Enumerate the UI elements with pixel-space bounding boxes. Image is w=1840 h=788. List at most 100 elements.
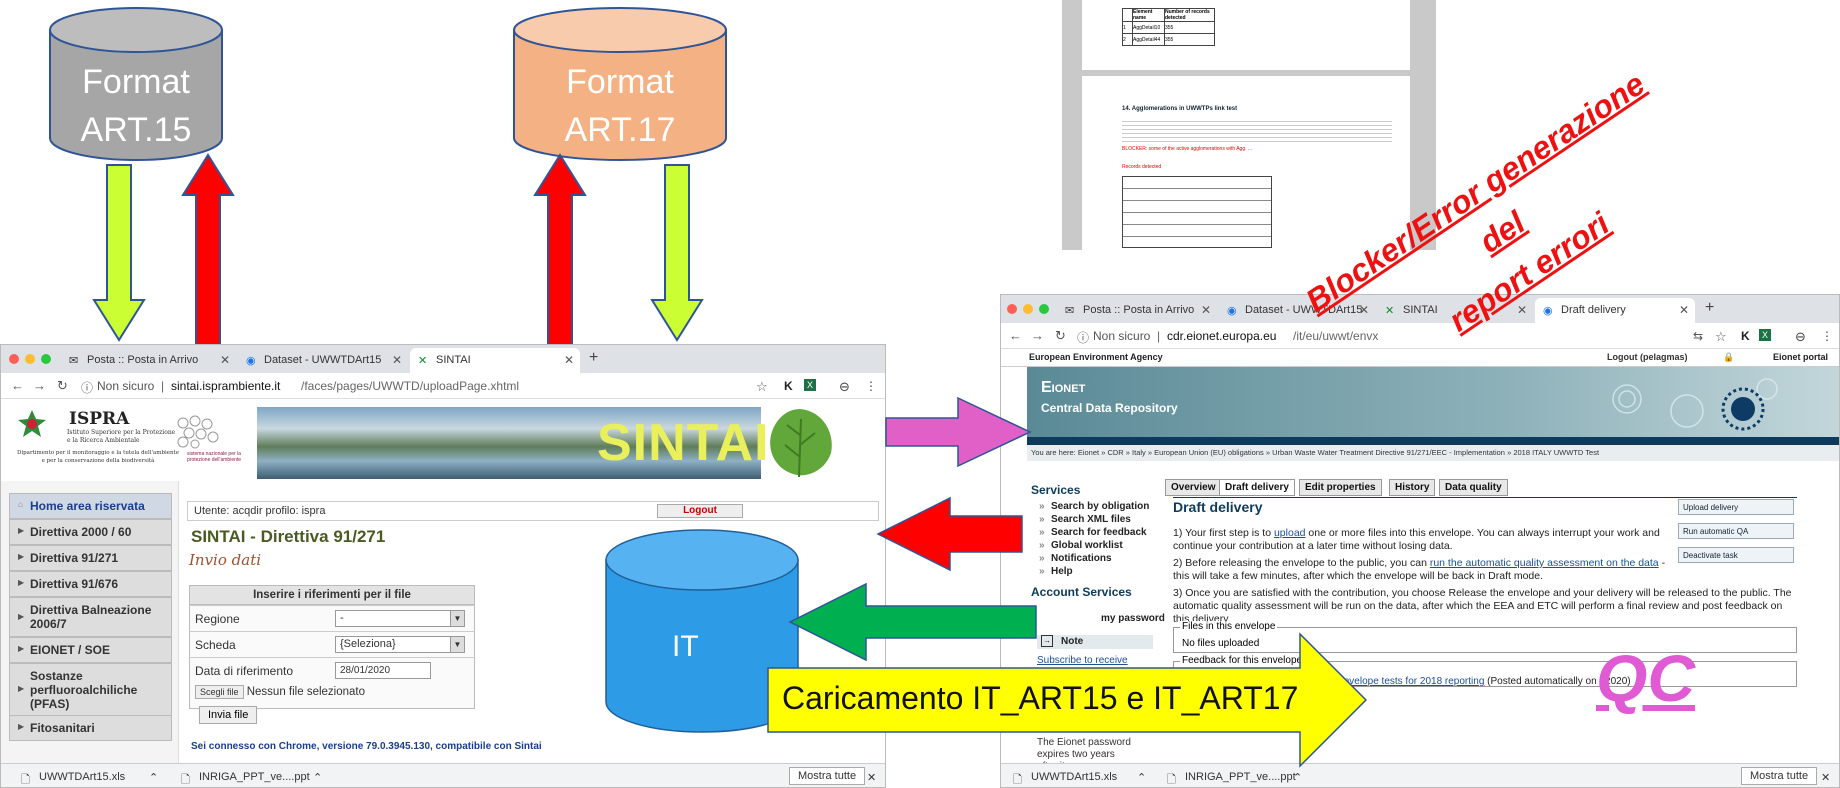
maximize-window-icon[interactable] — [1039, 304, 1049, 314]
url-separator: | — [161, 379, 165, 393]
bookmark-star-icon[interactable]: ☆ — [756, 379, 768, 394]
new-tab-button[interactable]: + — [589, 349, 599, 366]
services-link[interactable]: Help — [1039, 566, 1072, 577]
sidebar-item-fitosanitari[interactable]: ▶Fitosanitari — [9, 715, 172, 741]
url-path[interactable]: /faces/pages/UWWTD/uploadPage.xhtml — [301, 379, 520, 393]
forward-icon[interactable]: → — [33, 378, 46, 393]
tab-overview[interactable]: Overview — [1165, 479, 1222, 496]
sintai-tab-bar: ✉Posta :: Posta in Arrivo✕ ◉Dataset - UW… — [1, 345, 885, 373]
run-automatic-qa-button[interactable]: Run automatic QA — [1678, 523, 1794, 539]
regione-select[interactable]: -▼ — [335, 610, 465, 627]
agency-name[interactable]: European Environment Agency — [1029, 352, 1163, 362]
upload-link[interactable]: upload — [1273, 527, 1306, 539]
close-tab-icon[interactable]: ✕ — [1358, 303, 1369, 317]
new-tab-button[interactable]: + — [1705, 299, 1715, 316]
close-icon[interactable]: ✕ — [1821, 772, 1831, 784]
account-icon[interactable]: ⊖ — [1795, 329, 1806, 344]
services-link[interactable]: Global worklist — [1039, 540, 1123, 551]
close-tab-icon[interactable]: ✕ — [219, 353, 230, 367]
ispra-department-line2: e per la conservazione della biodiversit… — [41, 458, 155, 464]
services-link[interactable]: Search by obligation — [1039, 501, 1149, 512]
services-link[interactable]: Search for feedback — [1039, 527, 1147, 538]
tab-sintai[interactable]: ✕SINTAI✕ — [1377, 298, 1533, 323]
back-icon[interactable]: ← — [11, 378, 24, 393]
minimize-window-icon[interactable] — [1023, 304, 1033, 314]
chevron-up-icon[interactable]: ⌃ — [313, 772, 323, 784]
menu-icon[interactable]: ⋮ — [865, 379, 877, 393]
sidebar-item-eionet-soe[interactable]: ▶EIONET / SOE — [9, 637, 172, 663]
url-host[interactable]: sintai.isprambiente.it — [171, 379, 281, 393]
maximize-window-icon[interactable] — [41, 354, 51, 364]
forward-icon[interactable]: → — [1031, 328, 1044, 343]
close-tab-icon[interactable]: ✕ — [1678, 303, 1689, 317]
excel-extension-icon[interactable]: X — [804, 379, 816, 391]
data-riferimento-input[interactable]: 28/01/2020 — [335, 662, 431, 679]
tab-history[interactable]: History — [1389, 479, 1436, 496]
choose-file-button[interactable]: Scegli file — [195, 685, 244, 699]
minimize-window-icon[interactable] — [25, 354, 35, 364]
sidebar-item-direttiva-91-271[interactable]: ▶Direttiva 91/271 — [9, 545, 172, 571]
close-window-icon[interactable] — [1007, 304, 1017, 314]
reload-icon[interactable]: ↻ — [1055, 328, 1066, 343]
show-all-button[interactable]: Mostra tutte — [789, 767, 866, 785]
download-item[interactable]: UWWTDArt15.xls — [1031, 771, 1118, 783]
close-window-icon[interactable] — [9, 354, 19, 364]
show-all-button[interactable]: Mostra tutte — [1741, 767, 1818, 785]
close-tab-icon[interactable]: ✕ — [563, 353, 574, 367]
logout-link[interactable]: Logout (pelagmas) — [1607, 352, 1688, 362]
info-icon[interactable]: ⓘ — [81, 381, 94, 395]
tab-data-quality[interactable]: Data quality — [1439, 479, 1508, 496]
close-tab-icon[interactable]: ✕ — [1200, 303, 1211, 317]
chevron-up-icon[interactable]: ⌃ — [1293, 772, 1303, 784]
send-file-button[interactable]: Invia file — [199, 706, 258, 724]
url-path[interactable]: /it/eu/uwwt/envx — [1293, 329, 1379, 343]
menu-icon[interactable]: ⋮ — [1821, 329, 1833, 343]
sidebar-item-label: Sostanze perfluoroalchiliche (PFAS) — [30, 669, 138, 711]
sidebar-item-direttiva-91-676[interactable]: ▶Direttiva 91/676 — [9, 571, 172, 597]
back-icon[interactable]: ← — [1009, 328, 1022, 343]
deactivate-task-button[interactable]: Deactivate task — [1678, 547, 1794, 563]
download-item[interactable]: INRIGA_PPT_ve....ppt — [1185, 771, 1296, 783]
close-tab-icon[interactable]: ✕ — [391, 353, 402, 367]
tab-posta[interactable]: ✉Posta :: Posta in Arrivo✕ — [61, 348, 236, 373]
chevron-up-icon[interactable]: ⌃ — [149, 772, 159, 784]
download-item[interactable]: INRIGA_PPT_ve....ppt — [199, 771, 310, 783]
close-icon[interactable]: ✕ — [867, 772, 877, 784]
k-extension-icon[interactable]: K — [1741, 329, 1750, 343]
excel-extension-icon[interactable]: X — [1759, 329, 1771, 341]
reload-icon[interactable]: ↻ — [57, 378, 68, 393]
tab-dataset[interactable]: ◉Dataset - UWWTDArt15✕ — [238, 348, 408, 373]
services-link[interactable]: Notifications — [1039, 553, 1111, 564]
feedback-link[interactable]: WTD Art 15 Envelope tests for 2018 repor… — [1282, 676, 1485, 687]
tab-draft-delivery-page[interactable]: Draft delivery — [1219, 479, 1295, 496]
upload-delivery-button[interactable]: Upload delivery — [1678, 499, 1794, 515]
bookmark-star-icon[interactable]: ☆ — [1715, 329, 1727, 344]
art17-label-line2: ART.17 — [564, 111, 676, 149]
tab-dataset[interactable]: ◉Dataset - UWWTDArt15✕ — [1219, 298, 1375, 323]
run-qa-link[interactable]: run the automatic quality assessment on … — [1429, 557, 1659, 569]
download-item[interactable]: UWWTDArt15.xls — [39, 771, 126, 783]
k-extension-icon[interactable]: K — [784, 379, 793, 393]
home-icon: ⌂ — [18, 500, 23, 509]
services-link[interactable]: Search XML files — [1039, 514, 1131, 525]
account-icon[interactable]: ⊖ — [839, 379, 850, 394]
info-icon[interactable]: ⓘ — [1077, 331, 1090, 345]
tab-posta[interactable]: ✉Posta :: Posta in Arrivo✕ — [1057, 298, 1217, 323]
tab-edit-properties[interactable]: Edit properties — [1299, 479, 1382, 496]
tab-sintai[interactable]: ✕SINTAI✕ — [410, 348, 580, 373]
translate-icon[interactable]: ⇆ — [1693, 329, 1704, 343]
sidebar-item-balneazione[interactable]: ▶Direttiva Balneazione 2006/7 — [9, 597, 172, 637]
subscribe-link[interactable]: Subscribe to receive — [1037, 655, 1128, 666]
url-host[interactable]: cdr.eionet.europa.eu — [1167, 329, 1277, 343]
sidebar-item-home[interactable]: ⌂Home area riservata — [9, 493, 172, 519]
chevron-up-icon[interactable]: ⌃ — [1137, 772, 1147, 784]
scheda-select[interactable]: {Seleziona}▼ — [335, 636, 465, 653]
sidebar-item-label: Direttiva Balneazione 2006/7 — [30, 603, 152, 631]
sidebar-item-direttiva-2000-60[interactable]: ▶Direttiva 2000 / 60 — [9, 519, 172, 545]
sidebar-item-pfas[interactable]: ▶Sostanze perfluoroalchiliche (PFAS) — [9, 663, 172, 717]
logout-button[interactable]: Logout — [657, 504, 743, 518]
portal-link[interactable]: Eionet portal — [1773, 352, 1829, 362]
close-tab-icon[interactable]: ✕ — [1516, 303, 1527, 317]
tab-draft-delivery[interactable]: ◉Draft delivery✕ — [1535, 298, 1695, 323]
password-link[interactable]: my password — [1101, 613, 1165, 624]
